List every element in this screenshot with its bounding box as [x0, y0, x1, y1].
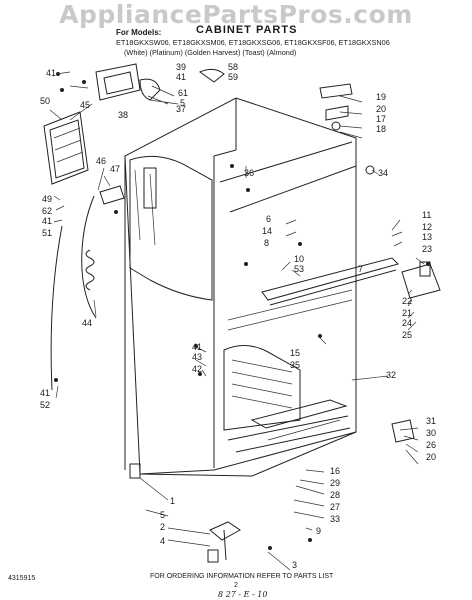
- callout-38: 38: [118, 110, 129, 120]
- callout-21: 21: [402, 308, 413, 318]
- callout-13: 13: [422, 232, 433, 242]
- callout-58: 58: [228, 62, 239, 72]
- model-numbers: ET18GKXSW06, ET18GKXSM06, ET18GKXSG06, E…: [116, 38, 390, 47]
- callout-41: 41: [40, 388, 51, 398]
- callout-23: 23: [422, 244, 433, 254]
- for-models-label: For Models:: [116, 28, 162, 37]
- callout-42: 42: [192, 364, 203, 374]
- callout-9: 9: [316, 526, 322, 536]
- callout-11: 11: [422, 210, 432, 220]
- callout-24: 24: [402, 318, 413, 328]
- watermark: AppliancePartsPros.com: [59, 0, 413, 29]
- callout-44: 44: [82, 318, 93, 328]
- callout-30: 30: [426, 428, 437, 438]
- handwritten-date: 8 27 - E - 10: [218, 590, 268, 599]
- callout-25: 25: [402, 330, 413, 340]
- callout-61: 61: [178, 88, 189, 98]
- callout-47: 47: [110, 164, 121, 174]
- callout-2: 2: [160, 522, 166, 532]
- leveling-legs: [129, 463, 241, 563]
- callout-51: 51: [42, 228, 53, 238]
- callout-7: 7: [358, 264, 364, 274]
- cabinet-shell: [124, 97, 357, 477]
- callout-46: 46: [96, 156, 107, 166]
- callout-16: 16: [330, 466, 341, 476]
- callout-45: 45: [80, 100, 91, 110]
- callout-62: 62: [42, 206, 53, 216]
- diagram-title: CABINET PARTS: [196, 24, 298, 36]
- door-stop-panel: [43, 111, 89, 185]
- page-number: 2: [234, 582, 238, 589]
- power-cord: [81, 185, 125, 319]
- leader-lines: [49, 71, 425, 571]
- callout-41: 41: [192, 342, 203, 352]
- callout-36: 36: [244, 168, 255, 178]
- drain-tube: [50, 225, 63, 391]
- callout-39: 39: [176, 62, 187, 72]
- right-hinge-bracket: [319, 83, 441, 443]
- ordering-note: FOR ORDERING INFORMATION REFER TO PARTS …: [150, 573, 334, 580]
- callout-14: 14: [262, 226, 273, 236]
- callout-5: 5: [160, 510, 166, 520]
- callout-3: 3: [292, 560, 298, 570]
- callout-5: 5: [180, 98, 186, 108]
- callout-41: 41: [176, 72, 187, 82]
- callout-41: 41: [46, 68, 57, 78]
- callout-19: 19: [376, 92, 387, 102]
- callout-35: 35: [290, 360, 301, 370]
- fasteners: [54, 72, 430, 550]
- callout-17: 17: [376, 114, 387, 124]
- freezer-compartment: [223, 345, 351, 453]
- callout-37: 37: [176, 104, 187, 114]
- part-number: 4315915: [8, 575, 36, 582]
- callout-6: 6: [266, 214, 272, 224]
- callout-10: 10: [294, 254, 305, 264]
- callout-41: 41: [42, 216, 53, 226]
- callout-12: 12: [422, 222, 433, 232]
- callout-20: 20: [376, 104, 387, 114]
- callout-22: 22: [402, 296, 413, 306]
- mullion-bar: [261, 257, 399, 306]
- callout-52: 52: [40, 400, 51, 410]
- callout-33: 33: [330, 514, 341, 524]
- callout-43: 43: [192, 352, 203, 362]
- callout-31: 31: [426, 416, 437, 426]
- callout-49: 49: [42, 194, 53, 204]
- callout-20: 20: [426, 452, 437, 462]
- callout-18: 18: [376, 124, 387, 134]
- callout-53: 53: [294, 264, 305, 274]
- callout-29: 29: [330, 478, 341, 488]
- model-colors: (White) (Platinum) (Golden Harvest) (Toa…: [124, 48, 297, 57]
- callout-26: 26: [426, 440, 437, 450]
- top-hinge-assembly: [95, 63, 225, 101]
- callout-32: 32: [386, 370, 397, 380]
- callout-15: 15: [290, 348, 301, 358]
- callout-59: 59: [228, 72, 239, 82]
- callout-4: 4: [160, 536, 166, 546]
- callout-34: 34: [378, 168, 389, 178]
- callout-1: 1: [170, 496, 176, 506]
- callout-8: 8: [264, 238, 270, 248]
- callout-27: 27: [330, 502, 341, 512]
- callout-50: 50: [40, 96, 51, 106]
- callout-28: 28: [330, 490, 341, 500]
